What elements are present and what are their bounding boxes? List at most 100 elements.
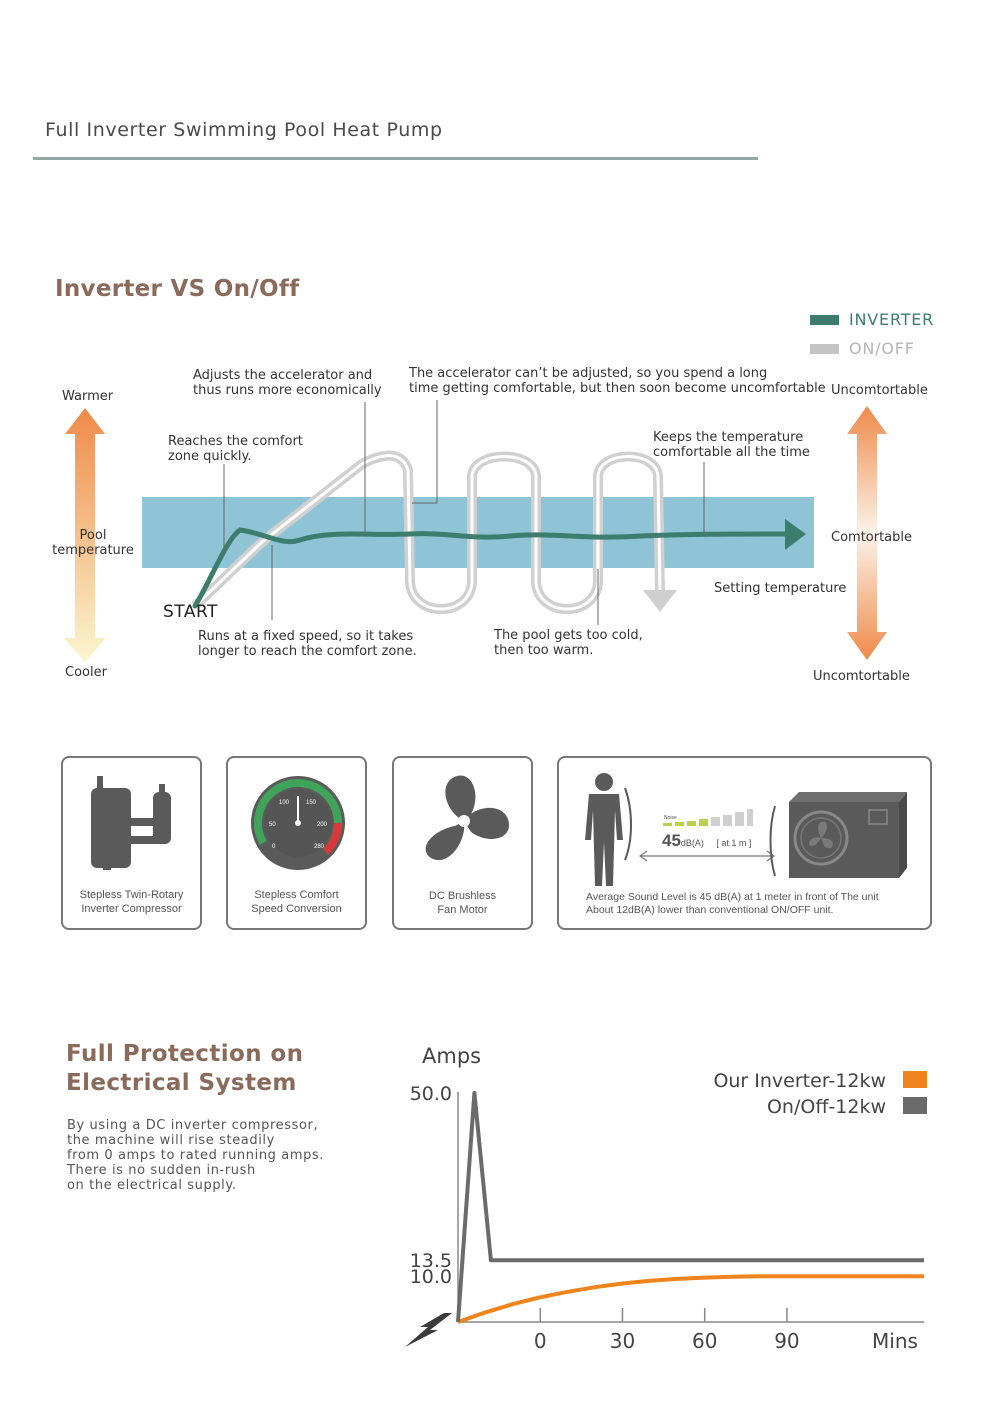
legend-onoff: ON/OFF	[810, 339, 915, 358]
comparison-title: Inverter VS On/Off	[55, 276, 300, 302]
onoff-arrowhead	[643, 590, 677, 612]
note-too-cold-line1: The pool gets too cold,	[494, 628, 643, 643]
right-top-uncomfortable-label: Uncomtortable	[831, 383, 928, 398]
inverter-arrowhead	[785, 519, 806, 550]
x-axis-label: Mins	[872, 1329, 918, 1353]
protection-title: Full Protection on Electrical System	[66, 1040, 303, 1098]
distance-arrow-icon	[638, 850, 776, 862]
gauge-tick-0: 0	[272, 844, 276, 850]
distance-label: [ at 1 m ]	[716, 838, 752, 848]
legend-swatch-1	[903, 1097, 927, 1114]
protection-line: on the electrical supply.	[67, 1178, 237, 1193]
note-fixed-speed: Runs at a fixed speed, so it takes longe…	[198, 629, 417, 659]
legend-inverter-label: INVERTER	[849, 310, 935, 329]
pool-temperature-label: Pool temperature	[48, 528, 138, 558]
x-tick-label: 30	[610, 1329, 635, 1353]
note-too-cold: The pool gets too cold, then too warm.	[494, 628, 643, 658]
gauge-tick-200: 200	[317, 822, 328, 828]
feature-card-compressor: Stepless Twin-Rotary Inverter Compressor	[61, 756, 202, 930]
inverter-curve	[192, 527, 791, 609]
db-readout: 45dB(A) [ at 1 m ]	[662, 831, 751, 851]
note-cant-adjust: The accelerator can’t be adjusted, so yo…	[409, 366, 826, 396]
feature-card-fan: DC Brushless Fan Motor	[392, 756, 533, 930]
amps-chart: Amps Mins 50.0 13.510.0 0 30 60 90 Our Inver…	[405, 1044, 927, 1353]
noise-level-bars-icon	[663, 809, 753, 826]
note-accelerator-line1: Adjusts the accelerator and	[193, 368, 373, 383]
cooler-label: Cooler	[65, 665, 107, 680]
x-tick-label: 0	[534, 1329, 547, 1353]
y-tick-label: 50.0	[410, 1083, 452, 1105]
note-reaches-line2: zone quickly.	[168, 449, 252, 464]
y-tick-label: 10.0	[410, 1266, 452, 1288]
lightning-icon	[405, 1313, 452, 1347]
gauge-tick-280: 280	[314, 844, 325, 850]
protection-line: the machine will rise steadily	[67, 1133, 275, 1148]
feature-card-speed: 100 150 50 200 0 280 Stepless Comfort Sp…	[226, 756, 367, 930]
note-accelerator-line2: thus runs more economically	[193, 383, 382, 398]
protection-line: By using a DC inverter compressor,	[67, 1118, 319, 1133]
note-cant-adjust-line2: time getting comfortable, but then soon …	[409, 381, 826, 396]
compressor-caption-line1: Stepless Twin-Rotary	[79, 889, 184, 901]
speed-caption-line1: Stepless Comfort	[254, 889, 339, 901]
db-value: 45	[662, 831, 681, 850]
x-tick-label: 60	[692, 1329, 717, 1353]
comparison-diagram	[64, 400, 887, 662]
db-unit: dB(A)	[680, 838, 704, 848]
person-icon	[585, 773, 632, 886]
pool-label-line2: temperature	[52, 543, 134, 558]
note-cant-adjust-line1: The accelerator can’t be adjusted, so yo…	[409, 366, 768, 381]
legend-onoff-swatch	[810, 343, 839, 354]
legend-label-1: On/Off-12kw	[767, 1096, 886, 1118]
gauge-tick-50: 50	[269, 822, 276, 828]
start-label: START	[163, 602, 218, 622]
legend-swatch-0	[903, 1071, 927, 1088]
comfortable-label: Comtortable	[831, 530, 913, 545]
protection-title-line1: Full Protection on	[66, 1041, 304, 1067]
note-keeps-line2: comfortable all the time	[653, 445, 810, 460]
legend-onoff-label: ON/OFF	[849, 339, 915, 358]
note-keeps: Keeps the temperature comfortable all th…	[653, 430, 810, 460]
protection-title-line2: Electrical System	[66, 1070, 297, 1096]
legend-inverter: INVERTER	[810, 310, 934, 329]
series-line-0	[457, 1274, 924, 1324]
protection-line: There is no sudden in-rush	[67, 1163, 256, 1178]
sound-caption-line2: About 12dB(A) lower than conventional ON…	[586, 904, 834, 916]
title-divider	[33, 157, 758, 160]
fan-caption-line1: DC Brushless	[428, 890, 497, 902]
callout-lines	[223, 400, 705, 625]
pool-label-line1: Pool	[79, 528, 107, 543]
noise-label: Noise	[664, 815, 677, 821]
compressor-caption-line2: Inverter Compressor	[81, 903, 182, 915]
heat-pump-unit-icon	[769, 792, 907, 878]
note-accelerator: Adjusts the accelerator and thus runs mo…	[193, 368, 382, 398]
note-reaches-line1: Reaches the comfort	[168, 434, 303, 449]
protection-description: By using a DC inverter compressor, the m…	[67, 1118, 324, 1193]
y-tick-label: 13.5	[410, 1250, 452, 1272]
x-tick-label: 90	[774, 1329, 799, 1353]
series-line-1	[456, 1091, 924, 1323]
warmer-label: Warmer	[62, 389, 114, 404]
gauge-tick-150: 150	[306, 800, 317, 806]
comfort-scale-arrow	[847, 406, 887, 660]
fan-icon	[425, 775, 510, 861]
setting-temperature-label: Setting temperature	[714, 581, 847, 596]
sound-caption: Average Sound Level is 45 dB(A) at 1 met…	[586, 891, 879, 917]
pool-temperature-arrow	[64, 408, 106, 662]
page-title: Full Inverter Swimming Pool Heat Pump	[45, 119, 443, 141]
fan-caption-line2: Fan Motor	[437, 904, 488, 916]
fan-caption: DC Brushless Fan Motor	[394, 889, 531, 917]
y-axis-label: Amps	[422, 1044, 481, 1068]
note-fixed-speed-line2: longer to reach the comfort zone.	[198, 644, 417, 659]
right-bottom-uncomfortable-label: Uncomtortable	[813, 669, 910, 684]
note-reaches: Reaches the comfort zone quickly.	[168, 434, 303, 464]
legend-inverter-swatch	[810, 314, 839, 325]
note-fixed-speed-line1: Runs at a fixed speed, so it takes	[198, 629, 414, 644]
protection-line: from 0 amps to rated running amps.	[67, 1148, 325, 1163]
speed-gauge-icon: 100 150 50 200 0 280	[251, 776, 345, 870]
note-too-cold-line2: then too warm.	[494, 643, 594, 658]
speed-caption: Stepless Comfort Speed Conversion	[228, 888, 365, 916]
legend-label-0: Our Inverter-12kw	[713, 1070, 886, 1092]
feature-card-sound: Noise 45dB(A) [ at 1 m ] Average Sound L…	[557, 756, 932, 930]
note-keeps-line1: Keeps the temperature	[653, 430, 804, 445]
compressor-icon	[91, 776, 171, 870]
